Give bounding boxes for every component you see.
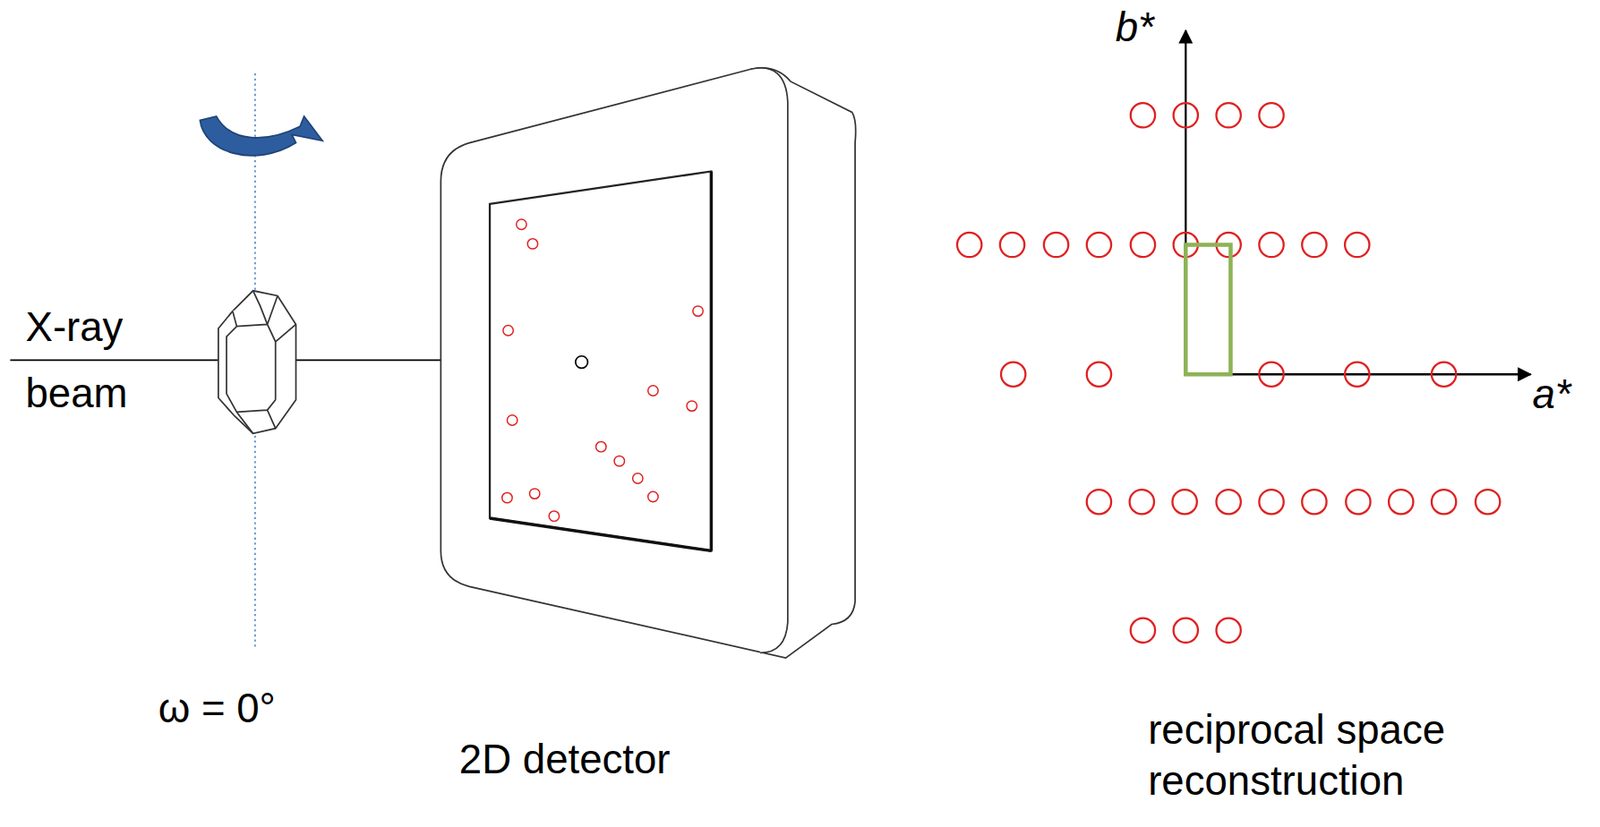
spot — [693, 306, 703, 317]
spot — [633, 473, 643, 484]
spot — [1258, 102, 1284, 128]
spot — [1215, 618, 1241, 643]
spot — [502, 492, 513, 503]
spot — [1431, 489, 1456, 514]
spot — [503, 325, 514, 336]
rotation-arrow — [199, 116, 323, 156]
spot — [686, 401, 697, 411]
detector-label: 2D detector — [459, 735, 766, 785]
spot — [1172, 489, 1197, 514]
spot — [957, 232, 982, 257]
beam-center — [575, 356, 589, 369]
spot — [506, 415, 517, 426]
spot — [1344, 362, 1369, 387]
spot — [1130, 618, 1156, 643]
spot — [1173, 618, 1198, 643]
spot — [1301, 489, 1327, 514]
axis-label: a* — [1531, 369, 1593, 420]
spot — [1086, 232, 1112, 257]
detector-spots — [502, 219, 704, 522]
spot — [1043, 232, 1069, 257]
spot — [648, 385, 659, 396]
spot — [1000, 232, 1025, 257]
reciprocal-label: reciprocal space reconstruction — [1147, 703, 1557, 806]
detector — [440, 68, 856, 659]
spot — [1215, 102, 1241, 128]
spot — [614, 455, 625, 466]
spot — [1130, 102, 1156, 128]
spot — [1301, 232, 1327, 257]
spot — [1086, 362, 1112, 387]
spot — [1086, 489, 1112, 514]
axis-label: b* — [1115, 1, 1177, 52]
crystal — [218, 290, 297, 435]
spot — [529, 488, 540, 499]
spot — [1001, 362, 1026, 387]
spot — [548, 511, 559, 522]
spot — [1344, 232, 1369, 257]
spot — [648, 491, 659, 502]
spot — [1258, 232, 1284, 257]
reciprocal-spots — [957, 102, 1500, 643]
unit-cell — [1185, 245, 1231, 376]
spot — [516, 219, 527, 230]
a-axis — [1185, 373, 1531, 376]
spot — [1431, 362, 1456, 387]
spot — [527, 239, 538, 249]
spot — [1130, 232, 1156, 257]
spot — [1258, 362, 1284, 387]
omega-label: ω = 0° — [158, 684, 363, 734]
spot — [1173, 102, 1198, 128]
spot — [1345, 489, 1370, 514]
spot — [596, 441, 607, 452]
beam-label: X-ray beam — [25, 293, 179, 427]
spot — [1475, 489, 1500, 514]
spot — [1129, 489, 1155, 514]
spot — [1258, 489, 1284, 514]
spot — [1388, 489, 1413, 514]
spot — [1215, 489, 1241, 514]
